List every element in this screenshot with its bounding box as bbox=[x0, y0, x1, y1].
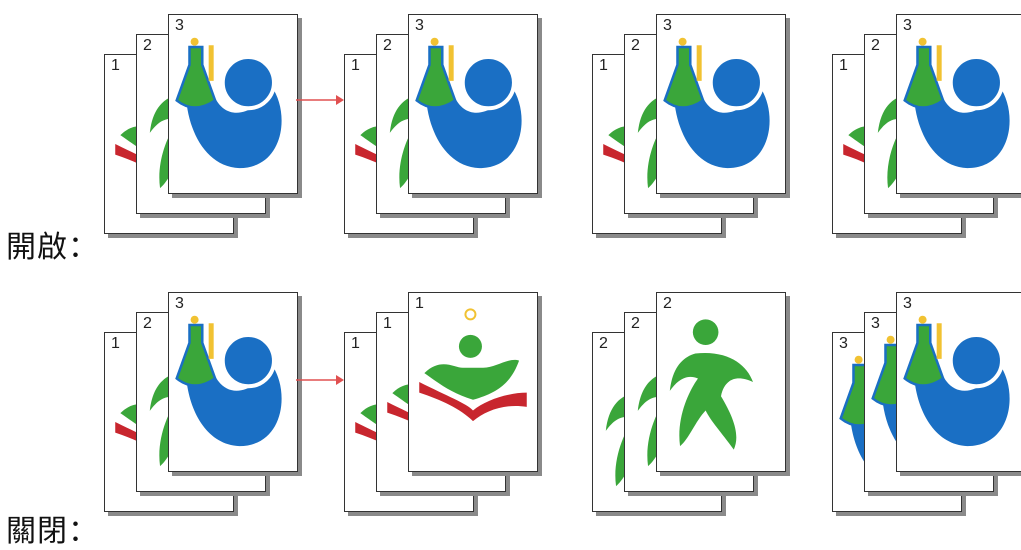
blue-logo-art bbox=[177, 316, 282, 446]
page-sheet: 2 bbox=[656, 292, 786, 472]
page-sheet: 3 bbox=[896, 292, 1021, 472]
blue-logo-art bbox=[665, 38, 770, 168]
page-artwork bbox=[409, 293, 537, 471]
blue-logo-art bbox=[417, 38, 522, 168]
page-number: 3 bbox=[903, 295, 912, 313]
page-number: 1 bbox=[383, 315, 392, 333]
page-sheet: 3 bbox=[896, 14, 1021, 194]
blue-logo-art bbox=[177, 38, 282, 168]
blue-logo-art bbox=[905, 316, 1010, 446]
page-number: 2 bbox=[599, 335, 608, 353]
page-sheet: 1 bbox=[408, 292, 538, 472]
page-number: 2 bbox=[631, 37, 640, 55]
page-sheet: 3 bbox=[656, 14, 786, 194]
page-sheet: 3 bbox=[168, 292, 298, 472]
row-off-label: 關閉： bbox=[6, 506, 99, 550]
page-number: 1 bbox=[351, 57, 360, 75]
process-arrow bbox=[296, 374, 348, 386]
page-number: 1 bbox=[111, 335, 120, 353]
page-number: 2 bbox=[663, 295, 672, 313]
red-reader-art bbox=[419, 309, 527, 421]
page-number: 2 bbox=[631, 315, 640, 333]
page-number: 1 bbox=[839, 57, 848, 75]
page-number: 3 bbox=[175, 295, 184, 313]
page-number: 2 bbox=[383, 37, 392, 55]
page-number: 3 bbox=[415, 17, 424, 35]
page-artwork bbox=[657, 293, 785, 471]
page-number: 3 bbox=[839, 335, 848, 353]
page-number: 3 bbox=[903, 17, 912, 35]
page-sheet: 3 bbox=[408, 14, 538, 194]
page-number: 1 bbox=[415, 295, 424, 313]
page-artwork bbox=[897, 15, 1021, 193]
page-sheet: 3 bbox=[168, 14, 298, 194]
blue-logo-art bbox=[905, 38, 1010, 168]
process-arrow bbox=[296, 94, 348, 106]
green-runner-art bbox=[670, 319, 753, 449]
page-artwork bbox=[409, 15, 537, 193]
page-number: 2 bbox=[143, 315, 152, 333]
page-number: 2 bbox=[871, 37, 880, 55]
page-number: 1 bbox=[599, 57, 608, 75]
page-artwork bbox=[169, 293, 297, 471]
page-artwork bbox=[657, 15, 785, 193]
page-number: 3 bbox=[663, 17, 672, 35]
page-number: 3 bbox=[871, 315, 880, 333]
page-number: 1 bbox=[111, 57, 120, 75]
page-number: 2 bbox=[143, 37, 152, 55]
page-number: 1 bbox=[351, 335, 360, 353]
page-artwork bbox=[169, 15, 297, 193]
row-on-label: 開啟： bbox=[6, 222, 99, 266]
page-number: 3 bbox=[175, 17, 184, 35]
page-artwork bbox=[897, 293, 1021, 471]
